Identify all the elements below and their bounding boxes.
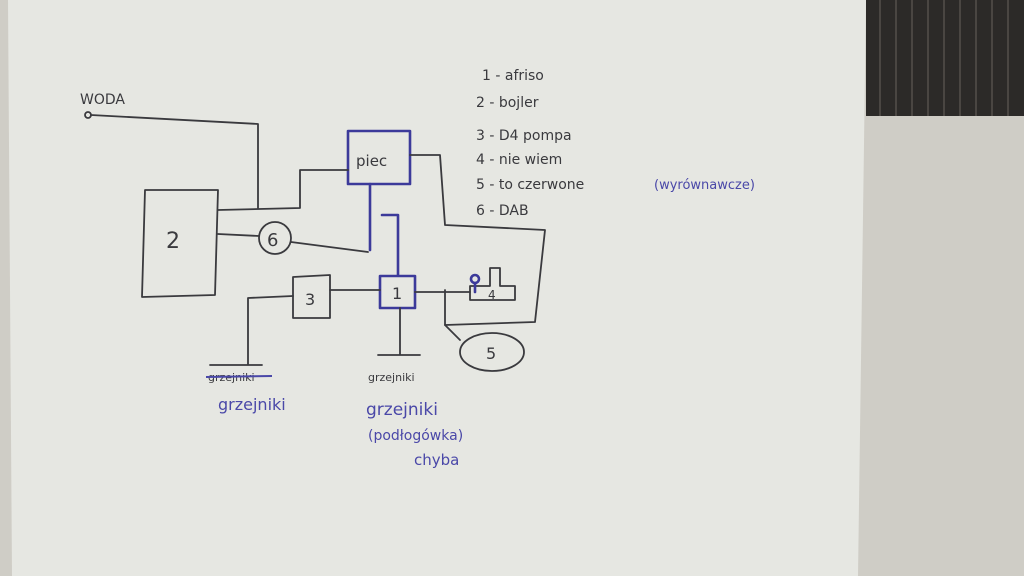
valve-1-label: 1 [392,284,402,303]
legend-item: 5 - to czerwone [476,177,584,193]
legend-item: 6 - DAB [476,203,529,219]
legend-item: 4 - nie wiem [476,152,562,168]
furnace-supply-pipes [368,182,400,277]
device-4 [469,267,516,301]
center-floor-heating-label: (podłogówka) [368,428,463,444]
strike-line [205,375,273,378]
legend: 1 - afriso 2 - bojler 3 - D4 pompa 4 - n… [476,68,755,219]
legend-item: 3 - D4 pompa [476,128,572,144]
diagram: WODA 2 piec 6 1 3 4 5 [80,92,546,372]
center-radiators-label: grzejniki [366,400,438,420]
boiler-label: 2 [166,229,180,254]
pump-3 [292,274,331,319]
pipe-boiler-furnace [217,169,349,211]
pipe-pump6 [290,241,369,253]
pump-6-label: 6 [267,230,278,251]
legend-item: 2 - bojler [476,95,539,111]
water-pipe [90,114,259,209]
legend-note: (wyrównawcze) [654,178,755,193]
paper-sheet [8,0,866,576]
expansion-tank-5 [459,332,525,372]
device-4-label: 4 [488,288,496,302]
furnace-label: piec [356,152,387,170]
water-label: WODA [80,92,125,108]
output-labels: grzejniki grzejniki grzejniki grzejniki … [205,371,463,469]
boiler-box [141,189,219,298]
pipe-floor-heating [377,307,421,356]
left-radiators-label: grzejniki [218,395,286,414]
pipe-boiler-pump6 [217,233,260,237]
pump-3-label: 3 [305,290,315,309]
pipe-to-5 [444,324,461,341]
center-maybe-label: chyba [414,451,459,469]
center-small-label: grzejniki [368,371,415,384]
pipe-left-radiators [209,295,294,366]
furnace-box [346,129,412,186]
tank-5-label: 5 [486,344,496,363]
pump-6 [258,221,292,255]
legend-item: 1 - afriso [482,68,544,84]
fabric [866,0,1024,116]
